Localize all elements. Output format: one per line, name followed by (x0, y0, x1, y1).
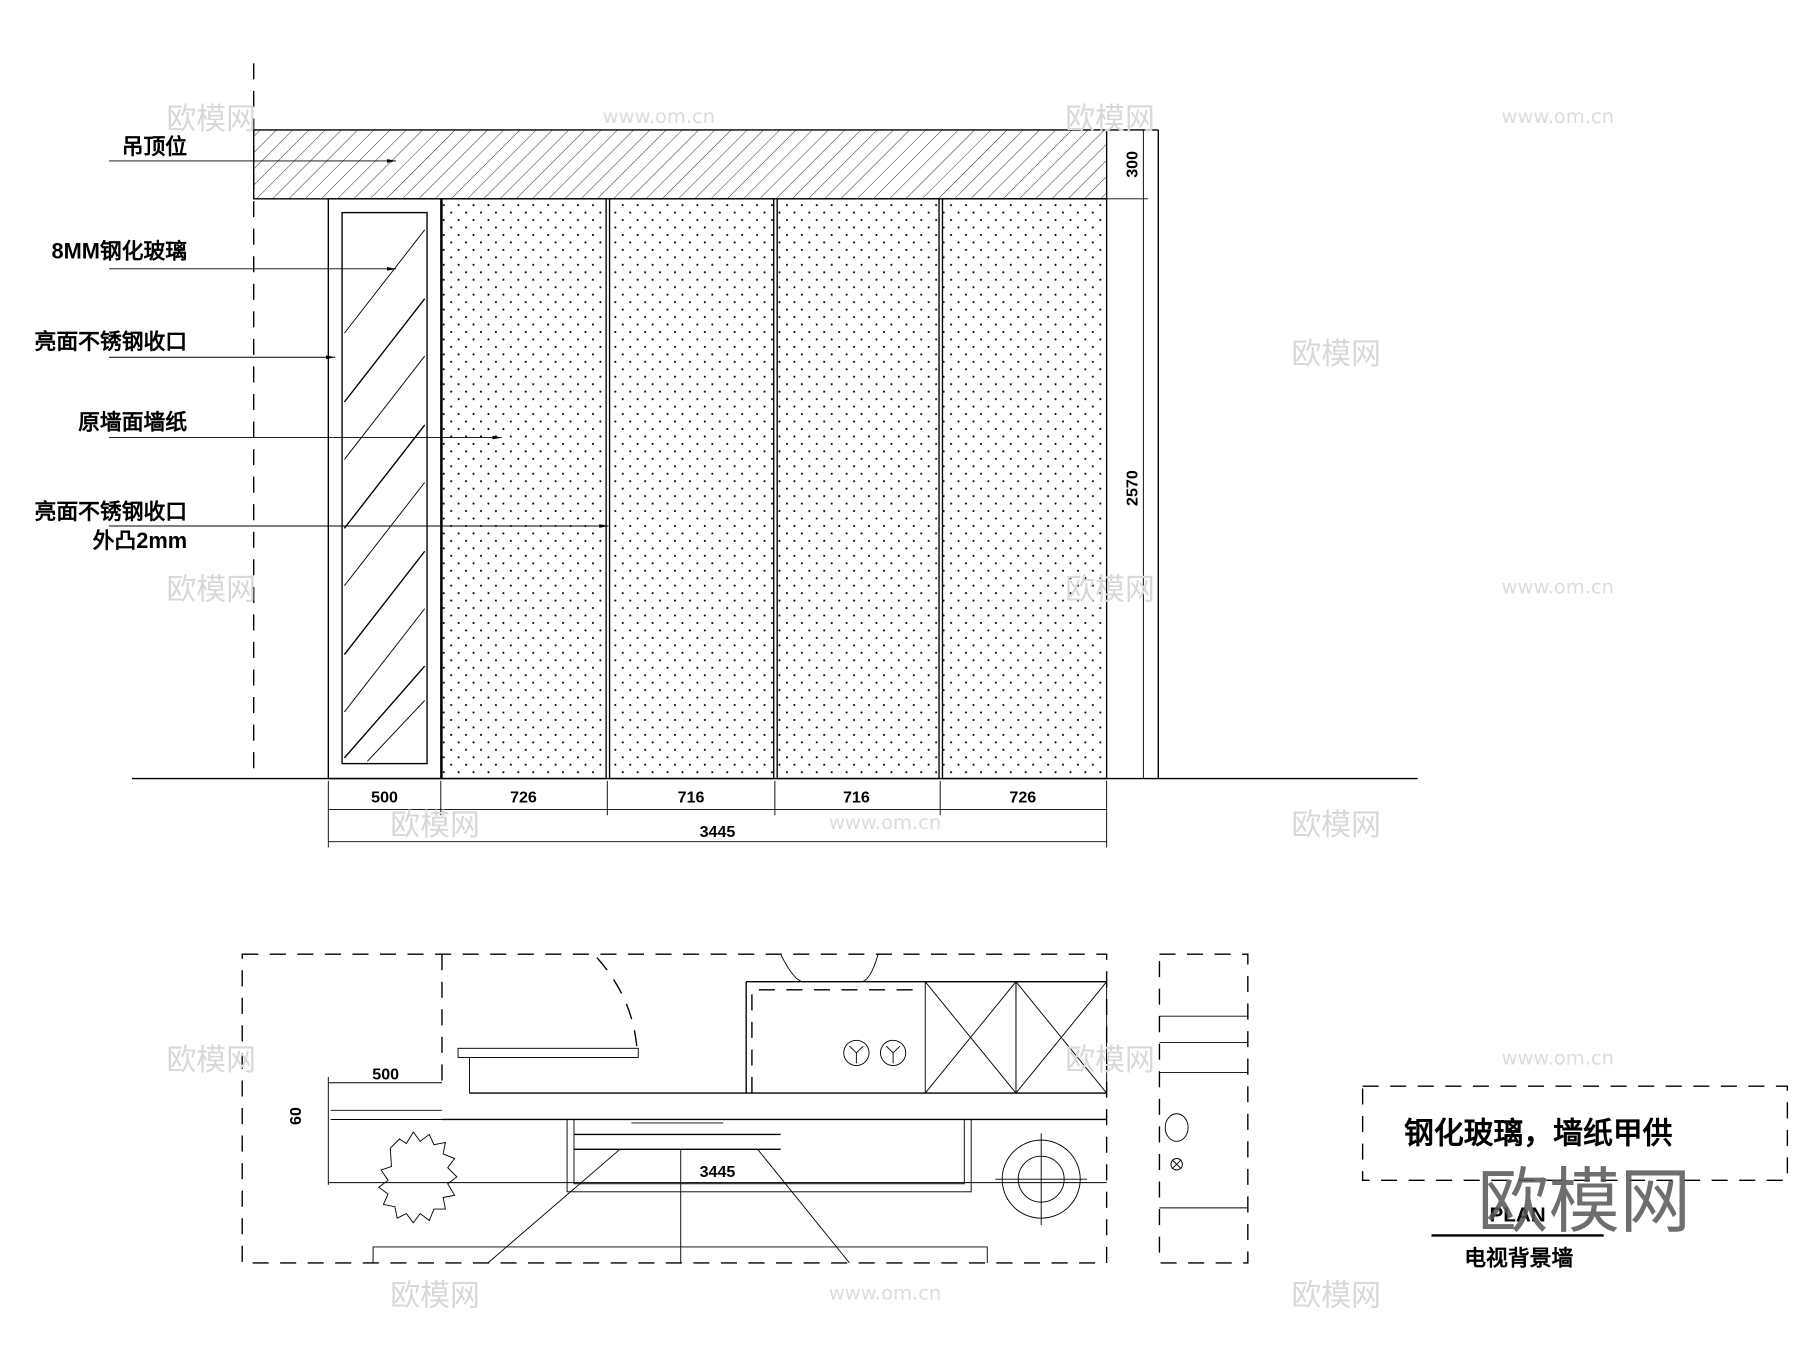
elevation-view: 300 2570 500 726 716 716 (35, 63, 1418, 848)
label-trim: 亮面不锈钢收口 (35, 329, 188, 354)
watermark-logo: 欧模网 (390, 1278, 479, 1313)
tempered-glass-panel (341, 211, 428, 765)
ceiling-hatch (253, 129, 1108, 200)
dim-segment-5: 726 (1009, 789, 1036, 807)
wallpaper-panel-1 (441, 198, 607, 780)
wallpaper-panel-2 (608, 198, 775, 780)
watermark-logo-large: 欧模网 (1477, 1160, 1690, 1243)
watermark-logo: 欧模网 (1291, 1278, 1380, 1313)
watermark-logo: 欧模网 (166, 572, 255, 607)
plant-icon (378, 1131, 458, 1224)
dim-segment-2: 726 (510, 789, 537, 807)
watermark-url: www.om.cn (603, 105, 715, 128)
wallpaper-panel-4 (941, 198, 1108, 780)
glass-reflection-lines (343, 229, 426, 762)
watermarks: 欧模网 欧模网 欧模网 欧模网 欧模网 欧模网 欧模网 欧模网 欧模网 欧模网 … (166, 102, 1614, 1314)
plan-view: 500 60 3445 (241, 953, 1249, 1264)
watermark-logo: 欧模网 (1065, 572, 1154, 607)
watermark-logo: 欧模网 (390, 808, 479, 843)
note-box: 钢化玻璃，墙纸甲供 (1361, 1085, 1789, 1182)
watermark-logo: 欧模网 (1291, 808, 1380, 843)
dim-segment-3: 716 (678, 789, 705, 807)
label-glass: 8MM钢化玻璃 (51, 239, 187, 264)
drawing-title: PLAN 电视背景墙 欧模网 (1431, 1160, 1691, 1270)
label-ceiling: 吊顶位 (122, 134, 188, 159)
watermark-logo: 欧模网 (166, 1043, 255, 1078)
title-name: 电视背景墙 (1464, 1245, 1573, 1270)
watermark-url: www.om.cn (1502, 105, 1614, 128)
watermark-url: www.om.cn (1502, 576, 1614, 599)
watermark-logo: 欧模网 (1065, 102, 1154, 137)
label-trim-2: 亮面不锈钢收口 (35, 499, 188, 524)
note-text: 钢化玻璃，墙纸甲供 (1404, 1117, 1673, 1151)
watermark-url: www.om.cn (829, 811, 941, 834)
plan-dim-total: 3445 (700, 1163, 736, 1181)
label-wallpaper: 原墙面墙纸 (78, 410, 187, 435)
watermark-url: www.om.cn (1502, 1046, 1614, 1069)
watermark-logo: 欧模网 (1065, 1043, 1154, 1078)
dim-ceiling-height: 300 (1124, 151, 1142, 178)
watermark-logo: 欧模网 (166, 102, 255, 137)
title-label: PLAN (1489, 1204, 1545, 1227)
dim-segment-4: 716 (843, 789, 870, 807)
dim-segment-1: 500 (371, 789, 398, 807)
watermark-url: www.om.cn (829, 1282, 941, 1305)
watermark-logo: 欧模网 (1291, 337, 1380, 372)
dim-wall-height: 2570 (1124, 470, 1142, 506)
wallpaper-panel-3 (776, 198, 940, 780)
label-trim-2-note: 外凸2mm (93, 528, 187, 553)
dim-total: 3445 (700, 823, 736, 841)
plan-dim-60: 60 (287, 1107, 305, 1125)
plan-dim-500: 500 (372, 1065, 399, 1083)
